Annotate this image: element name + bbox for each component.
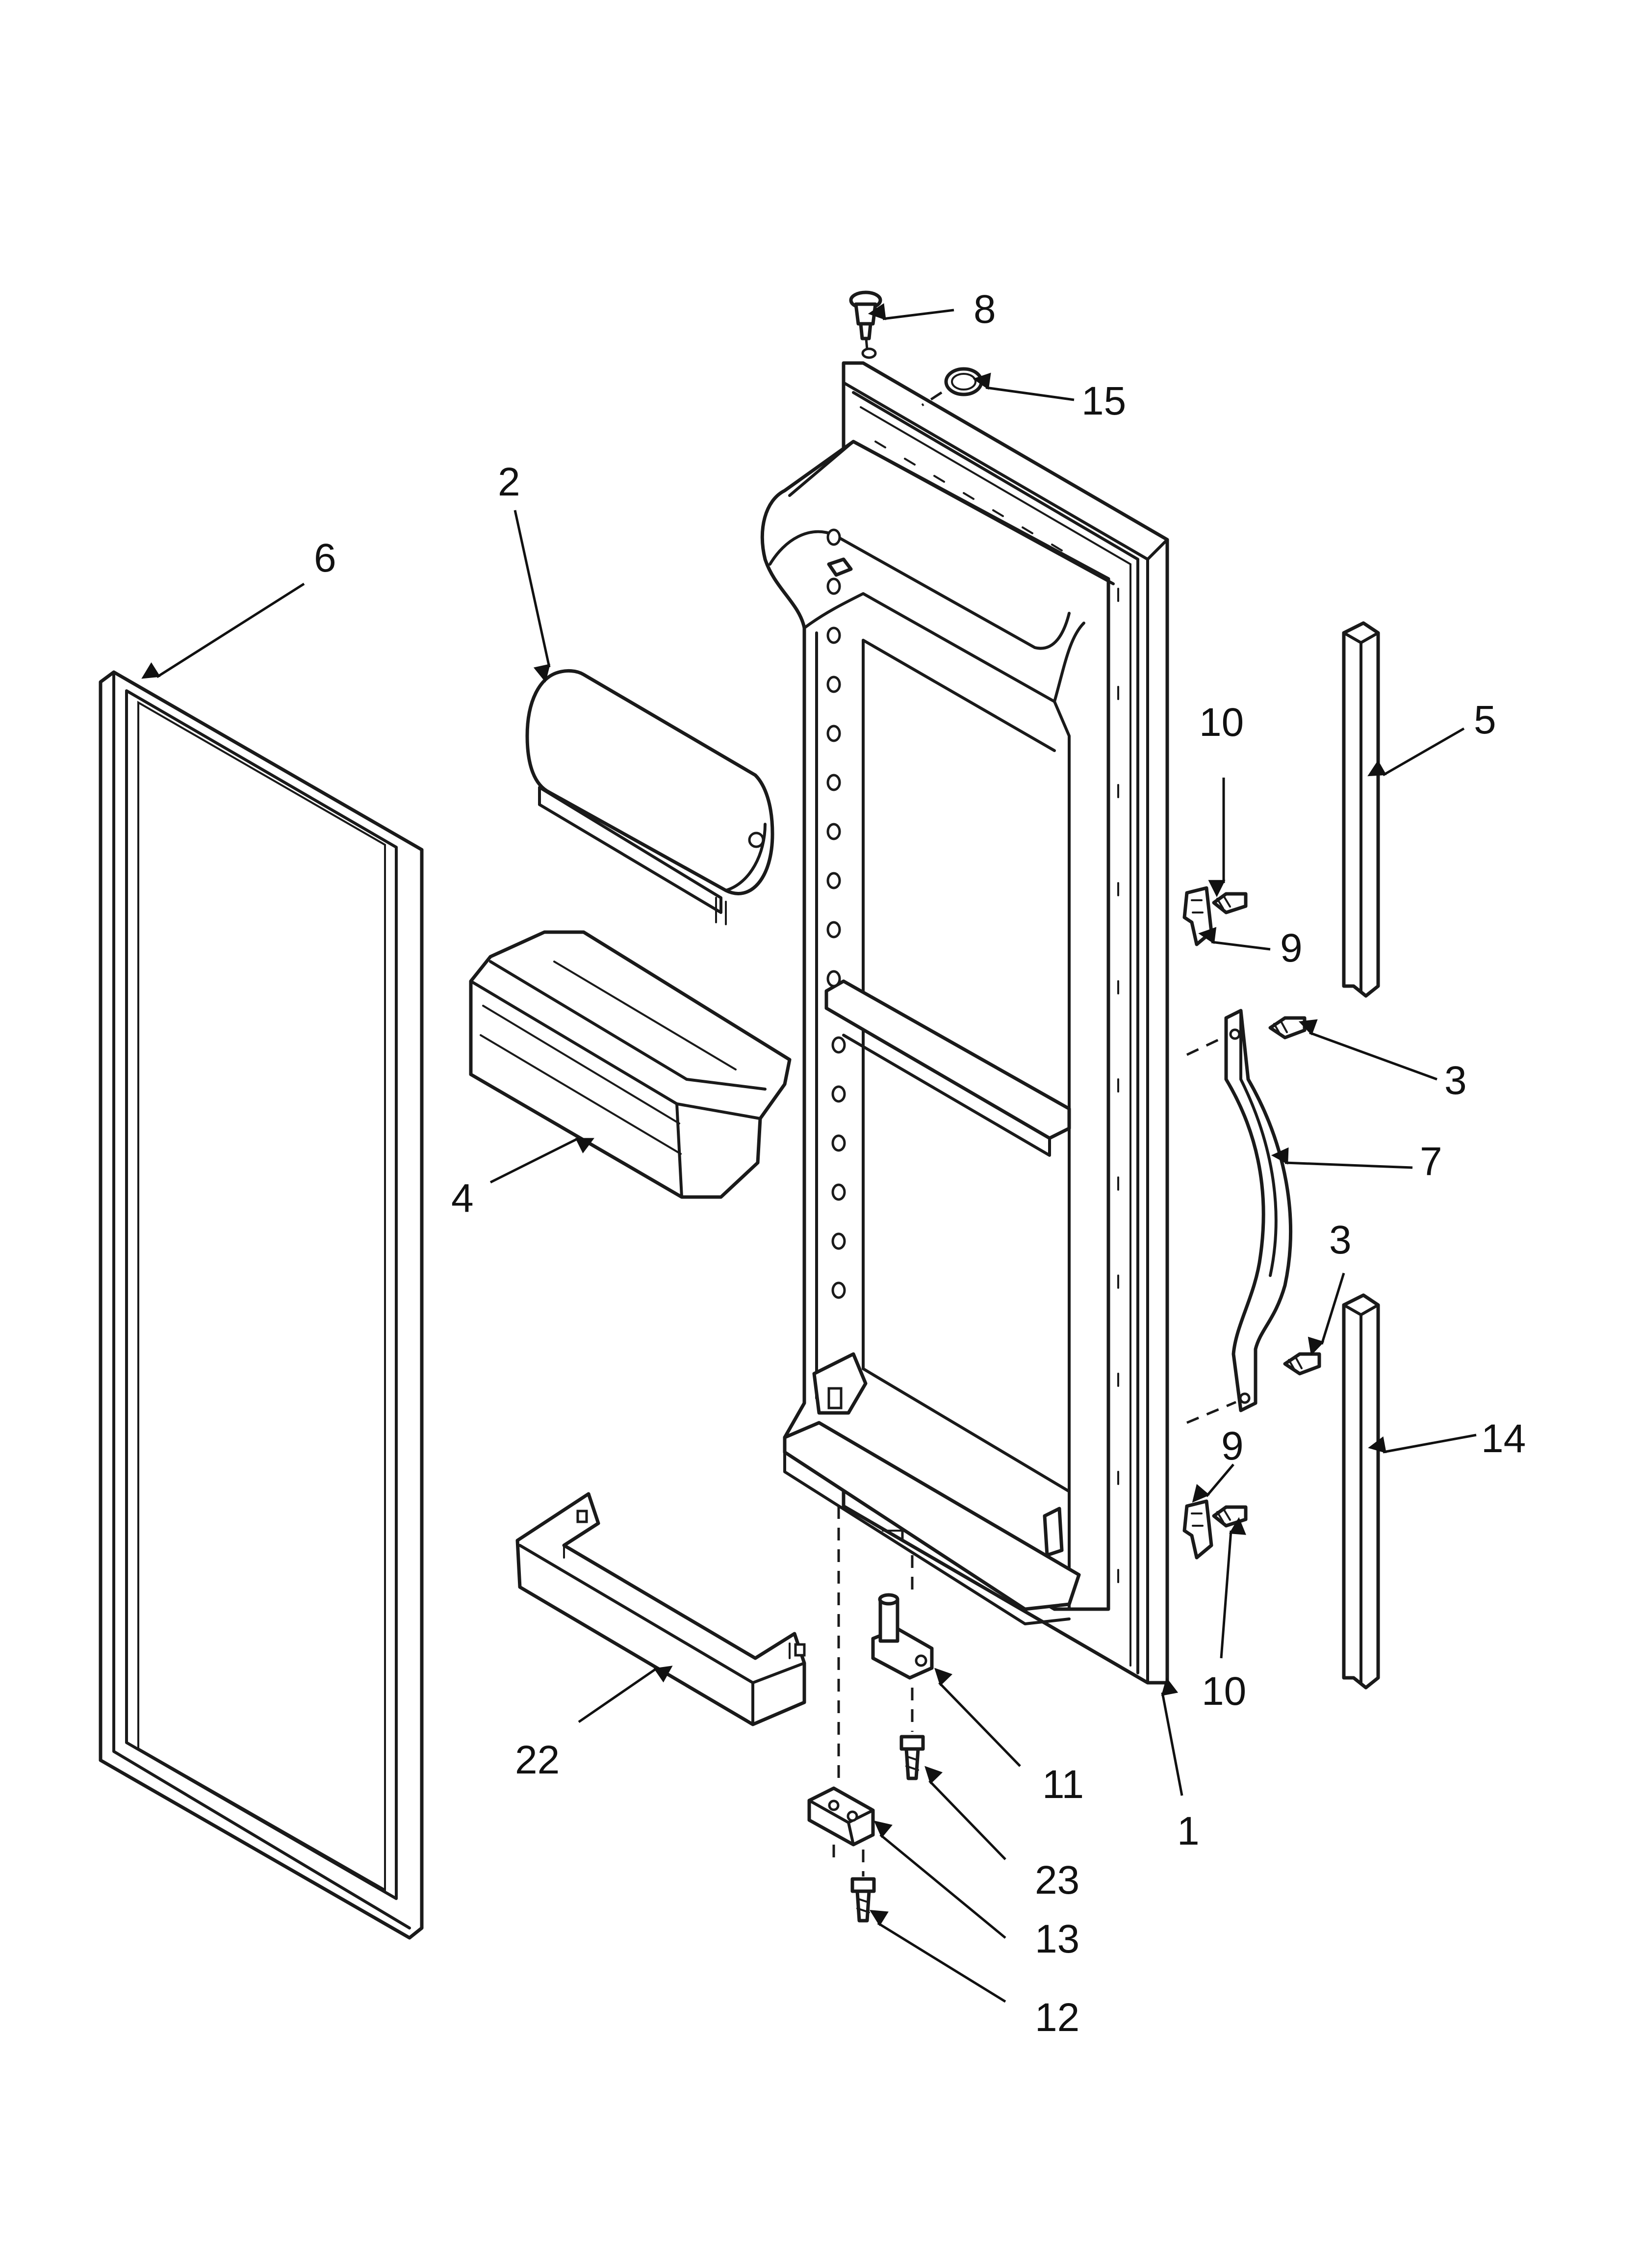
callout-1: 1: [1177, 1809, 1200, 1853]
callout-9-lower: 9: [1221, 1424, 1244, 1468]
callout-2: 2: [498, 460, 520, 504]
clip-upper: [1182, 886, 1213, 946]
clip-screw-upper: [1212, 892, 1248, 914]
dairy-compartment-door: [525, 669, 774, 925]
callout-3-lower: 3: [1329, 1218, 1352, 1262]
callout-12: 12: [1035, 1995, 1079, 2040]
callout-6: 6: [314, 536, 336, 580]
hinge-bracket: [871, 1530, 934, 1680]
callout-14: 14: [1481, 1416, 1526, 1461]
callout-8: 8: [974, 287, 996, 332]
callout-3-upper: 3: [1444, 1058, 1467, 1103]
callout-10-lower: 10: [1202, 1669, 1246, 1714]
trim-strip-upper: [1342, 621, 1380, 998]
callout-10-upper: 10: [1199, 700, 1244, 745]
clip-lower: [1182, 1499, 1213, 1560]
trim-strip-lower: [1342, 1293, 1380, 1690]
callout-labels: 8 15 2 6 10 5 9 3 7 3 4 9 14 10 22 11 1 …: [314, 287, 1526, 2040]
clip-screw-lower: [1212, 1505, 1248, 1528]
door-bin: [469, 930, 792, 1199]
callout-7: 7: [1420, 1139, 1442, 1184]
hinge-block: [807, 1506, 875, 1864]
hinge-screw: [899, 1688, 925, 1780]
hinge-block-screw: [850, 1850, 876, 1923]
callout-13: 13: [1035, 1917, 1079, 1961]
hinge-plug: [849, 290, 882, 350]
door-assembly: [760, 347, 1169, 1685]
gasket-edge-marks: [874, 441, 1119, 1583]
hinge-washer: [921, 367, 983, 407]
callout-15: 15: [1081, 379, 1126, 423]
callout-22: 22: [515, 1738, 560, 1782]
callout-9-upper: 9: [1280, 926, 1303, 970]
door-handle: [1186, 1009, 1292, 1424]
lower-door-bin: [515, 1492, 806, 1726]
callout-11: 11: [1042, 1762, 1084, 1807]
rail-holes: [826, 528, 846, 1299]
callout-4: 4: [451, 1176, 474, 1221]
handle-screw-lower: [1283, 1352, 1321, 1376]
door-gasket: [99, 670, 424, 1940]
handle-screw-upper: [1268, 1016, 1307, 1040]
callout-23: 23: [1035, 1858, 1079, 1903]
callout-5: 5: [1474, 698, 1496, 742]
leader-lines: [141, 303, 1477, 2003]
